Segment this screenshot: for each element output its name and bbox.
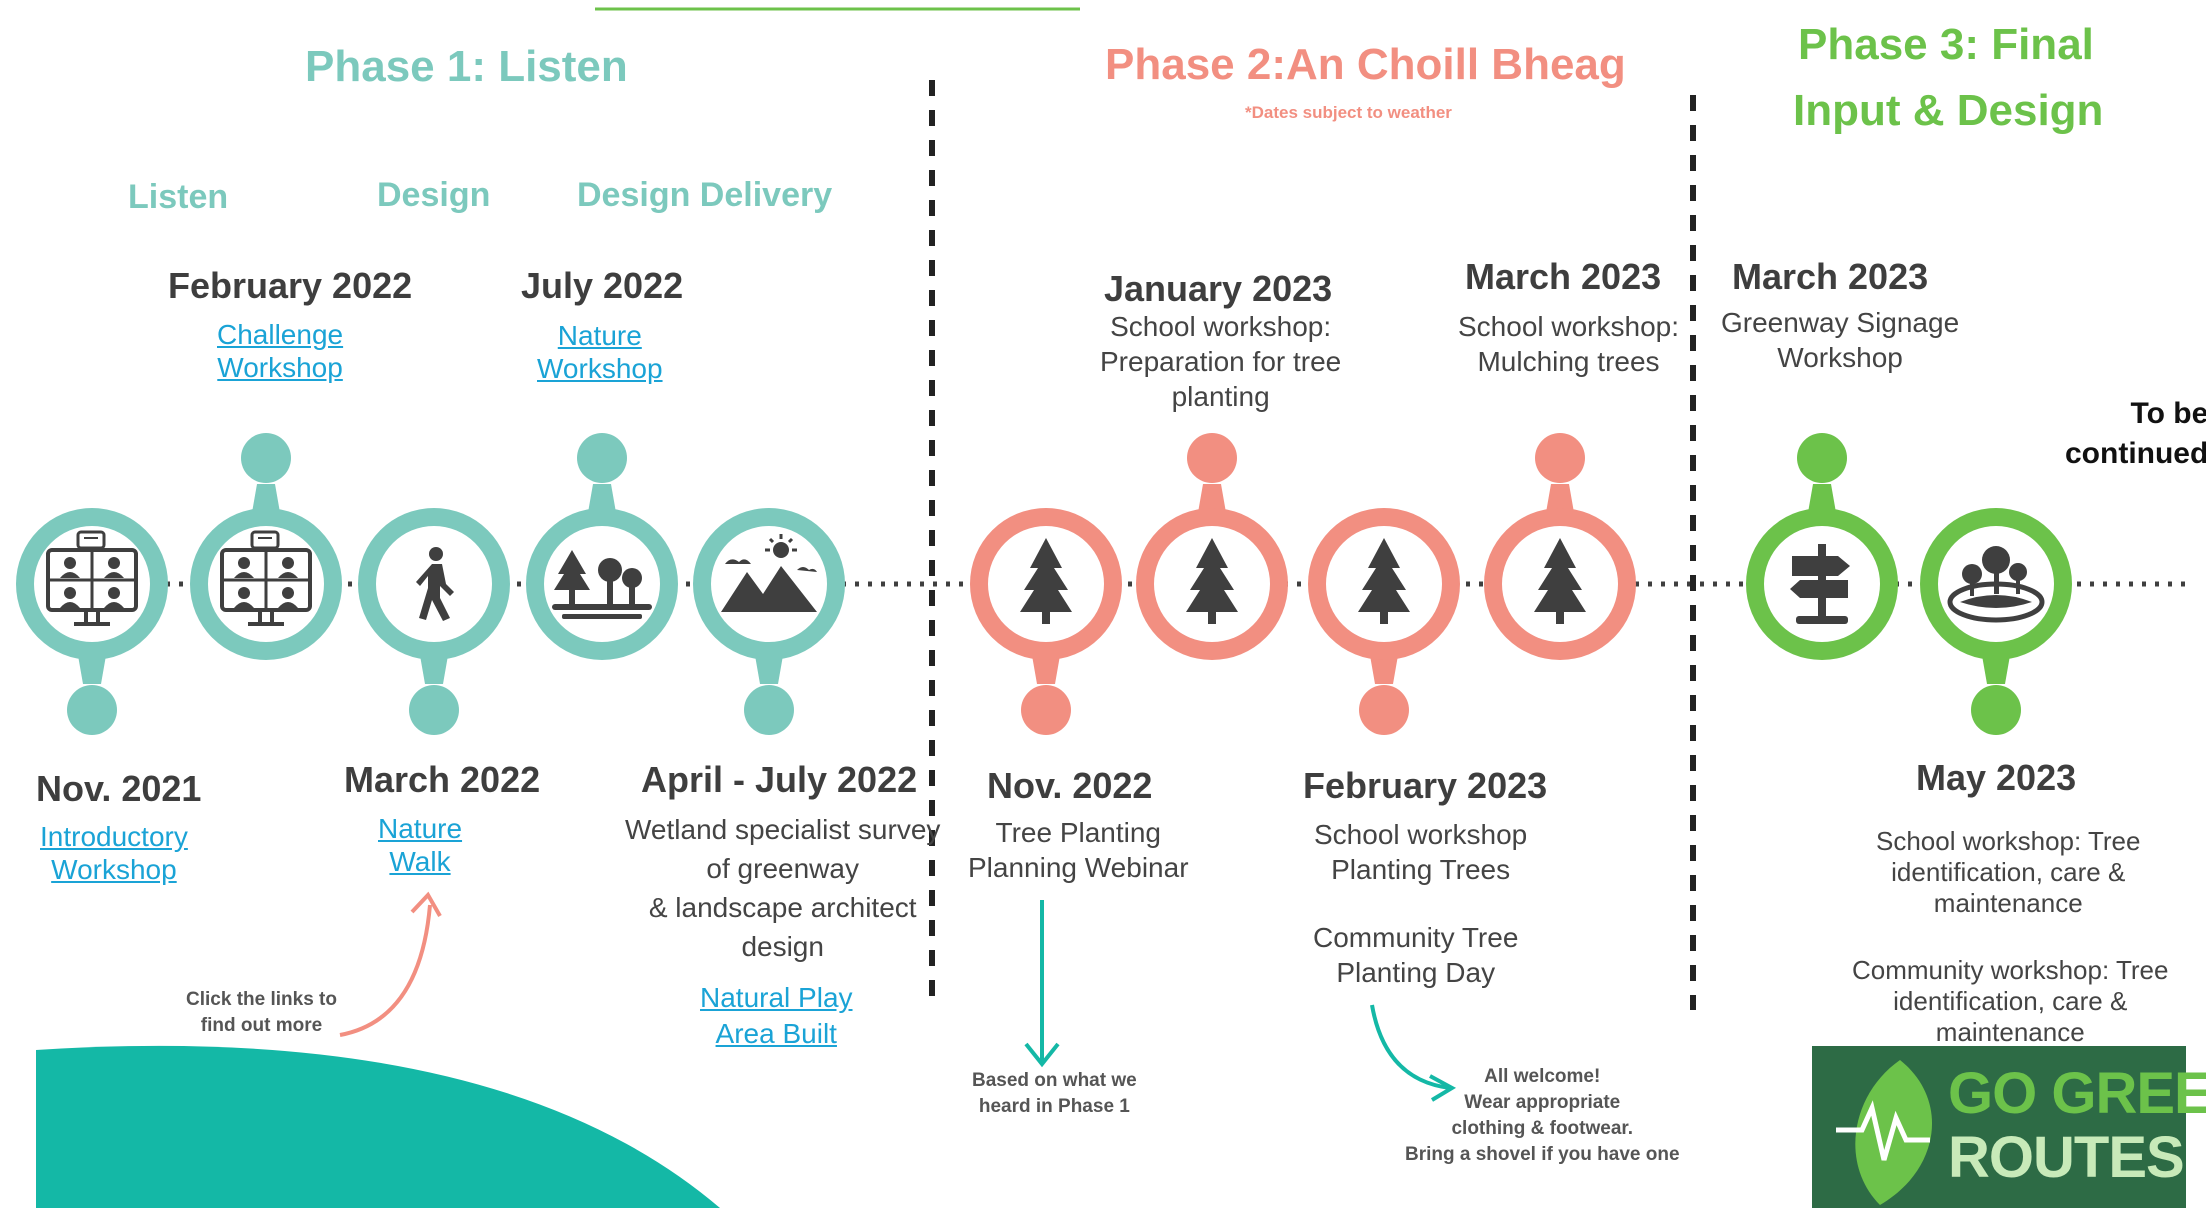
event-mar-2023-a-date: March 2023 [1465, 256, 1662, 297]
phase3-title-line1: Phase 3: Final [1798, 20, 2094, 69]
event-mar-2023-b-date: March 2023 [1732, 256, 1929, 297]
event-nov-2021-date: Nov. 2021 [36, 768, 202, 809]
event-feb-2023-date: February 2023 [1303, 765, 1548, 806]
timeline-pin-2 [190, 433, 342, 660]
timeline-pin-8 [1308, 508, 1460, 735]
logo-text: GO GREENROUTES [1948, 1061, 2206, 1190]
timeline-pin-10 [1746, 433, 1898, 660]
stage-design-delivery: Design Delivery [577, 176, 833, 214]
event-jul-2022-date: July 2022 [521, 265, 684, 306]
timeline-pin-11 [1920, 508, 2072, 735]
timeline-pin-3 [358, 508, 510, 735]
timeline-pin-1 [16, 508, 168, 735]
timeline-pin-9 [1484, 433, 1636, 660]
event-mar-2023-a-desc: School workshop:Mulching trees [1458, 311, 1680, 377]
go-green-routes-logo [1812, 1046, 2186, 1208]
click-note-arrow [339, 904, 432, 1037]
event-jan-2023-date: January 2023 [1104, 268, 1333, 309]
event-apr-jul-2022-date: April - July 2022 [641, 759, 918, 800]
stage-listen: Listen [128, 178, 229, 216]
phase1-title: Phase 1: Listen [305, 42, 628, 91]
teal-wave-decoration [36, 1045, 720, 1208]
phase3-title-line2: Input & Design [1793, 86, 2104, 135]
event-nov-2022-date: Nov. 2022 [987, 765, 1153, 806]
timeline-pin-6 [970, 508, 1122, 735]
event-mar-2022-date: March 2022 [344, 759, 541, 800]
timeline-pin-5 [693, 508, 845, 735]
phase2-note: *Dates subject to weather [1245, 103, 1452, 122]
welcome-note-arrow [1370, 1004, 1451, 1090]
event-feb-2022-date: February 2022 [168, 265, 413, 306]
phase2-title: Phase 2:An Choill Bheag [1105, 40, 1626, 89]
stage-design: Design [377, 176, 491, 214]
timeline-pin-7 [1136, 433, 1288, 660]
timeline-pin-4 [526, 433, 678, 660]
event-may-2023-date: May 2023 [1916, 757, 2077, 798]
